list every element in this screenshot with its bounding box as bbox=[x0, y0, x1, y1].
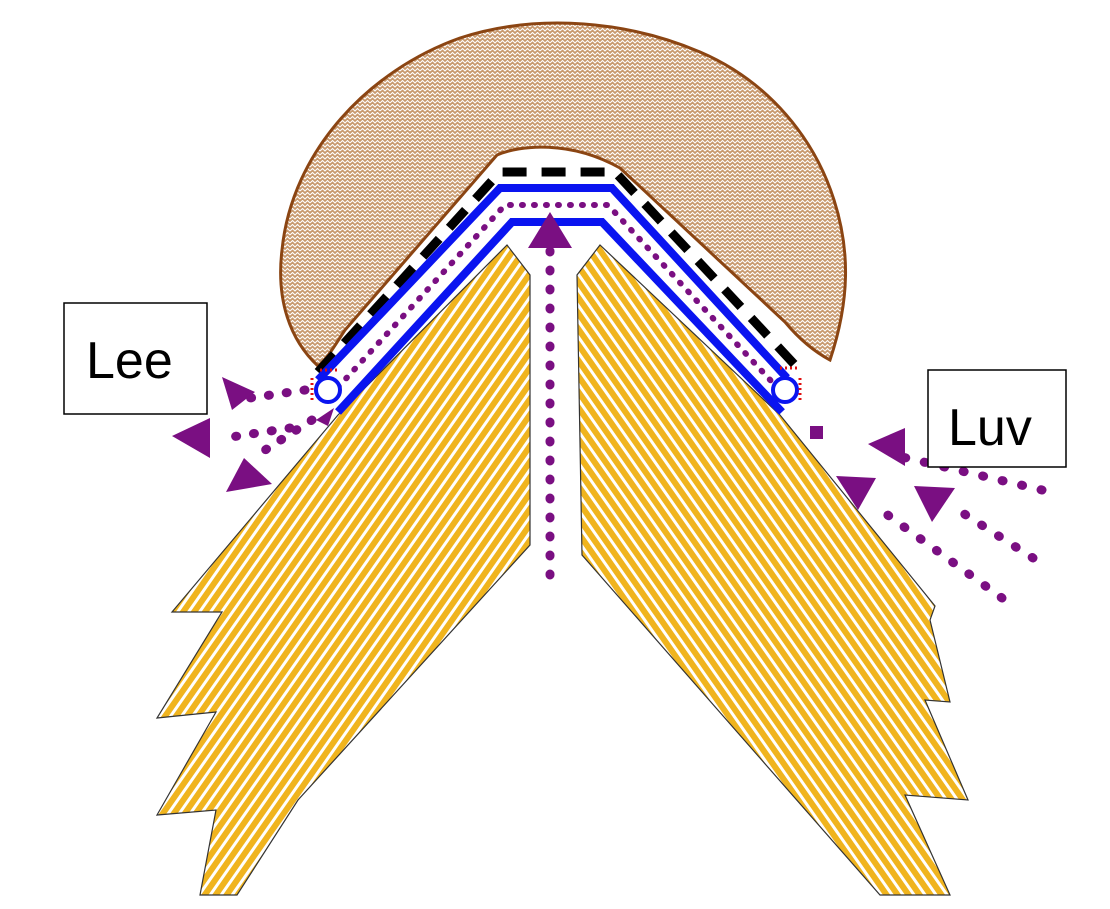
lee-arrowhead-icon-3 bbox=[226, 458, 272, 492]
lee-label: Lee bbox=[86, 332, 173, 390]
cap-shape bbox=[281, 23, 846, 366]
luv-arrowhead-icon-2 bbox=[914, 486, 955, 522]
right-ring-icon bbox=[773, 378, 797, 402]
luv-arrowhead-icon-1 bbox=[868, 428, 905, 466]
left-wing-body bbox=[157, 245, 530, 895]
left-ring-icon bbox=[316, 378, 340, 402]
lee-arrowhead-icon-2 bbox=[172, 418, 210, 458]
luv-label: Luv bbox=[948, 399, 1032, 457]
center-arrowhead-icon bbox=[528, 212, 572, 248]
luv-flow-dots-2 bbox=[955, 508, 1033, 558]
luv-label-box: Luv bbox=[928, 370, 1066, 467]
lee-flow-dots-1 bbox=[250, 390, 305, 398]
lee-label-box: Lee bbox=[64, 303, 207, 414]
right-wing-body bbox=[577, 245, 968, 895]
lee-arrowhead-icon-1 bbox=[222, 377, 255, 410]
luv-square-marker bbox=[810, 426, 823, 439]
